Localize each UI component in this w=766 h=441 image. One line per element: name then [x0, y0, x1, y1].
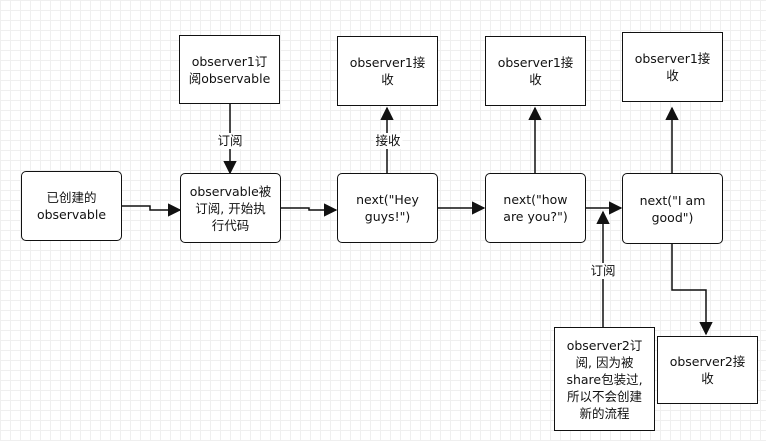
node-observable-executing: observable被 订阅, 开始执 行代码: [180, 173, 281, 243]
node-observer1-receive-2: observer1接 收: [485, 36, 586, 106]
node-observer2-subscribe: observer2订 阅, 因为被 share包装过, 所以不会创建 新的流程: [554, 327, 655, 431]
node-observer1-receive-1: observer1接 收: [337, 36, 438, 106]
node-observer1-subscribe: observer1订 阅observable: [179, 35, 280, 104]
edge-created-to-executing: [121, 203, 182, 217]
node-observer2-receive: observer2接 收: [657, 336, 758, 404]
node-observer1-receive-3: observer1接 收: [622, 32, 723, 102]
edge-label-subscribe-1: 订阅: [215, 133, 245, 149]
node-created-observable: 已创建的 observable: [21, 171, 122, 241]
edge-next3-to-obs2-recv: [671, 244, 713, 336]
edge-label-receive-1: 接收: [373, 133, 403, 149]
node-next-i-am-good: next("I am good"): [622, 173, 723, 244]
node-next-how-are-you: next("how are you?"): [485, 173, 586, 243]
edge-label-subscribe-2: 订阅: [588, 263, 618, 279]
edge-executing-to-next1: [280, 203, 338, 217]
node-next-hey-guys: next("Hey guys!"): [337, 173, 438, 243]
